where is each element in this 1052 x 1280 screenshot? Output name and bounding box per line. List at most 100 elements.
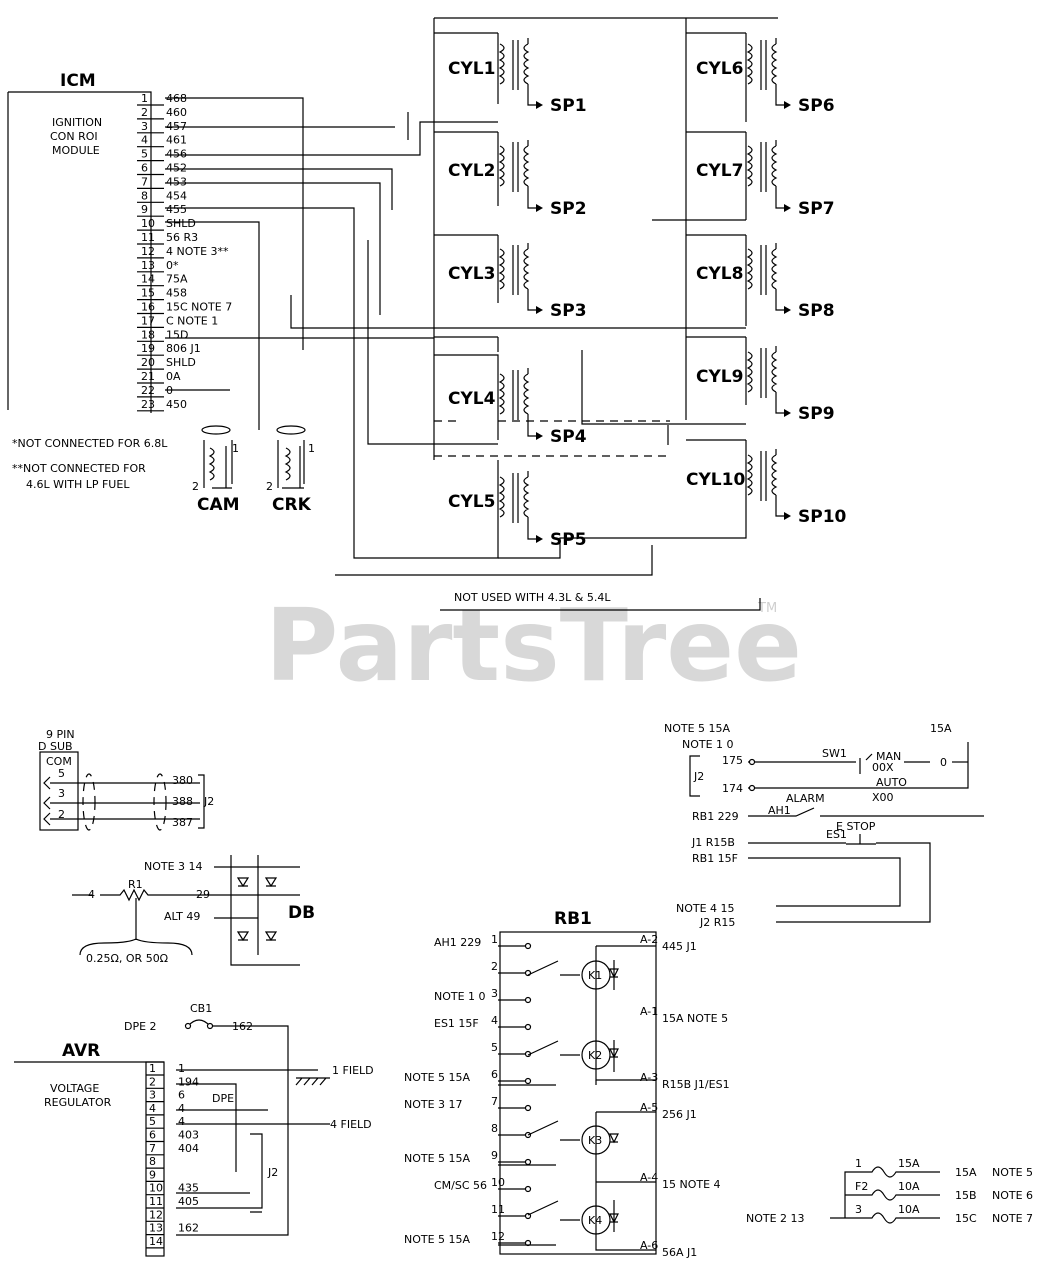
switch-block: NOTE 5 15A NOTE 1 0 15A J2 175 174 SW1 M… [664, 722, 984, 929]
icm-pin-number: 12 [141, 245, 155, 258]
icm-note-2: **NOT CONNECTED FOR [12, 462, 146, 475]
svg-text:RB1 229: RB1 229 [692, 810, 739, 823]
svg-text:2: 2 [192, 480, 199, 493]
fuse-number: 3 [855, 1203, 862, 1216]
icm-pin-wire: 457 [166, 120, 187, 133]
icm-pin-number: 20 [141, 356, 155, 369]
icm-note-3: 4.6L WITH LP FUEL [26, 478, 130, 491]
svg-text:29: 29 [196, 888, 210, 901]
svg-text:0: 0 [940, 756, 947, 769]
avr-pin-number: 7 [149, 1142, 156, 1155]
icm-pin-wire: 4 NOTE 3** [166, 245, 229, 258]
icm-desc-2: CON ROI [50, 130, 98, 143]
icm-note-1: *NOT CONNECTED FOR 6.8L [12, 437, 168, 450]
spark-plug-label: SP4 [550, 427, 587, 447]
icm-pin-number: 16 [141, 301, 155, 314]
cylinder-label: CYL6 [696, 59, 743, 79]
svg-text:388: 388 [172, 795, 193, 808]
avr-pin-wire: 403 [178, 1129, 199, 1142]
rb1-right-label: 15 NOTE 4 [662, 1178, 721, 1191]
avr-pin-number: 3 [149, 1089, 156, 1102]
fuse-rating: 10A [898, 1203, 920, 1216]
icm-pin-number: 8 [141, 189, 148, 202]
svg-text:NOTE 3 14: NOTE 3 14 [144, 860, 203, 873]
watermark: PartsTree [265, 587, 802, 704]
icm-pin-wire: 461 [166, 134, 187, 147]
ignition-coils: CYL1SP1CYL2SP2CYL3SP3CYL4SP4CYL5SP5CYL6S… [448, 38, 847, 550]
rb1-left-pin: 11 [491, 1203, 505, 1216]
svg-text:9 PIN: 9 PIN [46, 728, 75, 741]
icm-pin-wire: 806 J1 [166, 342, 201, 355]
svg-text:5: 5 [58, 767, 65, 780]
svg-text:X00: X00 [872, 791, 894, 804]
icm-pin-wire: 75A [166, 273, 188, 286]
icm-desc-3: MODULE [52, 144, 100, 157]
fuse-note: NOTE 7 [992, 1212, 1033, 1225]
icm-pin-wire: 0* [166, 259, 179, 272]
svg-text:NOTE 5 15A: NOTE 5 15A [664, 722, 731, 735]
avr-pin-wire: 4 [178, 1115, 185, 1128]
avr-pin-wire: 1 [178, 1062, 185, 1075]
icm-pin-number: 10 [141, 217, 155, 230]
cylinder-label: CYL4 [448, 389, 496, 409]
db-title: DB [288, 903, 315, 923]
relay-label: K3 [588, 1134, 602, 1147]
icm-pin-number: 1 [141, 92, 148, 105]
rb1-left-label: NOTE 3 17 [404, 1098, 463, 1111]
icm-pin-number: 9 [141, 203, 148, 216]
svg-text:DPE: DPE [212, 1092, 234, 1105]
svg-text:1: 1 [232, 442, 239, 455]
cam-label: CAM [197, 495, 240, 515]
icm-pin-number: 19 [141, 342, 155, 355]
icm-pin-number: 4 [141, 134, 148, 147]
avr-pin-number: 13 [149, 1222, 163, 1235]
svg-text:SW1: SW1 [822, 747, 847, 760]
rb1-right-label: R15B J1/ES1 [662, 1078, 730, 1091]
fuse-number: 1 [855, 1157, 862, 1170]
spark-plug-label: SP1 [550, 96, 587, 116]
icm-pin-wire: 460 [166, 106, 187, 119]
svg-text:DPE 2: DPE 2 [124, 1020, 157, 1033]
svg-text:J2: J2 [693, 770, 704, 783]
fuse-rating: 15A [898, 1157, 920, 1170]
svg-text:ALARM: ALARM [786, 792, 825, 805]
avr-pin-wire: 4 [178, 1102, 185, 1115]
rb1-right-label: 15A NOTE 5 [662, 1012, 728, 1025]
cylinder-label: CYL1 [448, 59, 495, 79]
rb1-left-label: ES1 15F [434, 1017, 479, 1030]
fuse-number: F2 [855, 1180, 868, 1193]
icm-pin-wire: 455 [166, 203, 187, 216]
svg-text:00X: 00X [872, 761, 894, 774]
svg-text:175: 175 [722, 754, 743, 767]
icm-pin-number: 2 [141, 106, 148, 119]
rb1-left-pin: 10 [491, 1176, 505, 1189]
rb1-right-label: 445 J1 [662, 940, 697, 953]
spark-plug-label: SP7 [798, 199, 835, 219]
rb1-right-pin: A-1 [640, 1005, 658, 1018]
avr-pin-wire: 162 [178, 1222, 199, 1235]
rb1-left-label: CM/SC 56 [434, 1179, 487, 1192]
avr-pin-wire: 6 [178, 1089, 185, 1102]
rb1-left-pin: 1 [491, 933, 498, 946]
spark-plug-label: SP9 [798, 404, 835, 424]
avr-pin-wire: 194 [178, 1075, 199, 1088]
cylinder-label: CYL8 [696, 264, 743, 284]
icm-pin-wire: SHLD [166, 217, 196, 230]
avr-pin-wire: 435 [178, 1182, 199, 1195]
watermark-tm: TM [757, 601, 777, 616]
avr-title: AVR [62, 1041, 100, 1061]
svg-text:3: 3 [58, 787, 65, 800]
svg-text:NOTE 1 0: NOTE 1 0 [682, 738, 734, 751]
avr-pin-number: 6 [149, 1129, 156, 1142]
icm-pin-wire: SHLD [166, 356, 196, 369]
rb1-title: RB1 [554, 909, 592, 929]
avr-pin-number: 2 [149, 1075, 156, 1088]
icm-pin-number: 15 [141, 287, 155, 300]
svg-text:NOTE 4 15: NOTE 4 15 [676, 902, 735, 915]
